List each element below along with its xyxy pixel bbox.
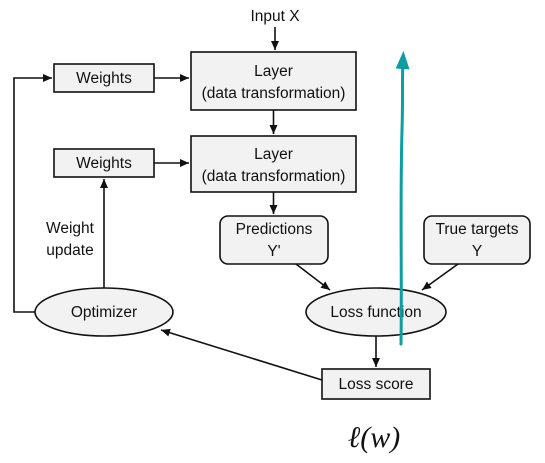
input-label: Input X: [250, 8, 300, 25]
loss-function-label: Loss function: [330, 304, 421, 321]
weight-update-line1: Weight: [46, 220, 95, 237]
layer-2-box: Layer (data transformation): [190, 135, 357, 193]
loss-score-box: Loss score: [321, 368, 431, 400]
layer-1-subtitle: (data transformation): [202, 85, 346, 102]
handwritten-up-arrow: [395, 51, 410, 346]
predictions-title: Predictions: [236, 221, 313, 238]
weight-update-line2: update: [46, 242, 93, 259]
optimizer-node: Optimizer: [34, 287, 174, 337]
weights-2-box: Weights: [53, 148, 155, 178]
layer-2-subtitle: (data transformation): [202, 168, 346, 185]
loss-score-label: Loss score: [339, 376, 414, 393]
layer-1-box: Layer (data transformation): [190, 51, 357, 111]
loss-function-node: Loss function: [305, 287, 447, 337]
layer-2-title: Layer: [254, 146, 293, 163]
predictions-to-loss-arrow: [295, 263, 331, 291]
true-targets-title: True targets: [436, 221, 519, 238]
loss-formula: ℓ(w): [348, 421, 401, 454]
true-targets-box: True targets Y: [423, 215, 531, 265]
weights-2-label: Weights: [76, 155, 132, 172]
score-to-optimizer-arrow: [160, 328, 323, 381]
optimizer-to-weights1-loop: [13, 74, 52, 313]
predictions-symbol: Y': [267, 243, 280, 260]
weights-1-label: Weights: [76, 70, 132, 87]
weights-1-box: Weights: [53, 63, 155, 93]
predictions-box: Predictions Y': [219, 215, 329, 265]
targets-to-loss-arrow: [421, 263, 459, 291]
optimizer-label: Optimizer: [71, 304, 137, 321]
layer-1-title: Layer: [254, 63, 293, 80]
true-targets-symbol: Y: [472, 243, 482, 260]
